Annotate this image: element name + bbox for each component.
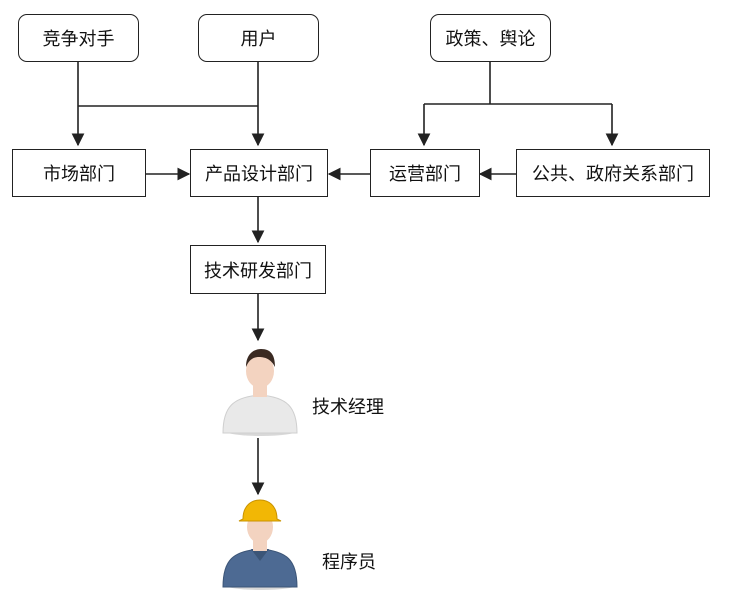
tech-manager-torso — [222, 394, 298, 434]
tech-manager-face — [246, 354, 274, 388]
public-affairs-department-box: 公共、政府关系部门 — [516, 149, 710, 197]
tech-manager-hair — [246, 349, 275, 367]
programmer-collar — [251, 549, 269, 561]
tech-manager-label: 技术经理 — [312, 397, 384, 418]
helmet-icon — [238, 499, 282, 522]
operations-department-box: 运营部门 — [370, 149, 480, 197]
competitors-box: 竞争对手 — [18, 14, 139, 62]
market-department-box: 市场部门 — [12, 149, 146, 197]
programmer-figure — [222, 499, 298, 590]
competitors-label: 竞争对手 — [42, 29, 115, 50]
tech-department-box: 技术研发部门 — [190, 245, 326, 294]
market-department-label: 市场部门 — [43, 164, 115, 185]
programmer-label: 程序员 — [322, 552, 376, 573]
users-box: 用户 — [198, 14, 319, 62]
tech-manager-figure — [222, 349, 298, 436]
policy-label: 政策、舆论 — [445, 29, 536, 50]
tech-department-label: 技术研发部门 — [204, 260, 312, 282]
users-label: 用户 — [240, 29, 277, 50]
operations-department-label: 运营部门 — [389, 164, 461, 185]
tech-manager-neck — [253, 385, 267, 397]
product-department-box: 产品设计部门 — [190, 149, 328, 197]
policy-box: 政策、舆论 — [430, 14, 551, 62]
public-affairs-department-label: 公共、政府关系部门 — [532, 164, 694, 185]
product-department-label: 产品设计部门 — [205, 164, 313, 185]
